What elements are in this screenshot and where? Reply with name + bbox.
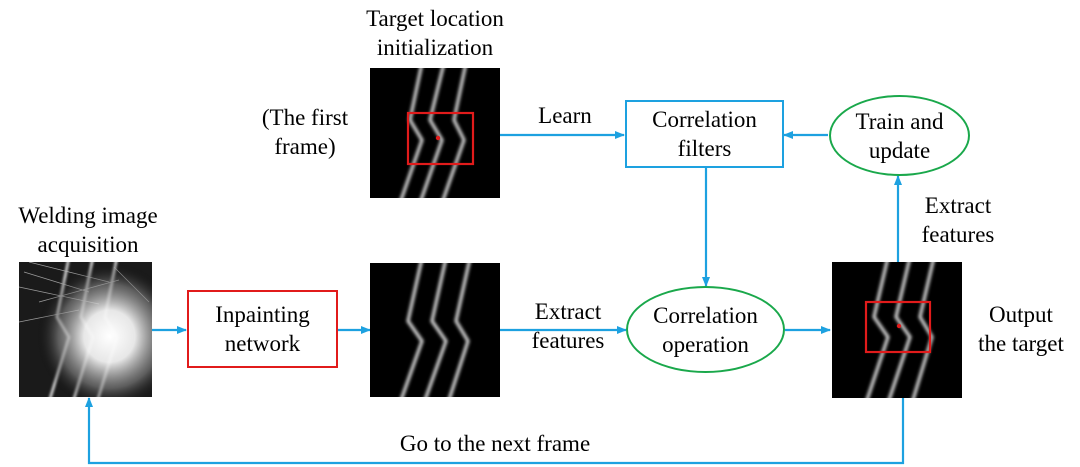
first-frame-image (370, 68, 500, 198)
correlation-operation-ellipse: Correlation operation (626, 286, 785, 373)
extract-features-left-label: Extract features (531, 299, 605, 353)
welding-acquisition-label: Welding image acquisition (18, 203, 158, 257)
correlation-filters-box: Correlation filters (625, 100, 784, 168)
learn-label: Learn (538, 103, 592, 128)
output-target-label: Output the target (978, 302, 1064, 356)
output-target-point (896, 323, 902, 329)
arrow-next-frame-loop (85, 397, 905, 465)
extract-features-right-label: Extract features (921, 193, 995, 247)
inpainting-network-box: Inpainting network (187, 290, 338, 368)
next-frame-label: Go to the next frame (399, 431, 591, 456)
target-box (406, 111, 475, 166)
output-target-box (864, 300, 932, 354)
target-point (435, 135, 441, 141)
welding-raw-image (19, 262, 152, 397)
output-target-image (832, 262, 962, 398)
train-update-ellipse: Train and update (829, 95, 970, 176)
first-frame-label: (The first frame) (261, 105, 349, 159)
target-init-label: Target location initialization (366, 6, 504, 60)
inpainted-image (370, 263, 500, 397)
